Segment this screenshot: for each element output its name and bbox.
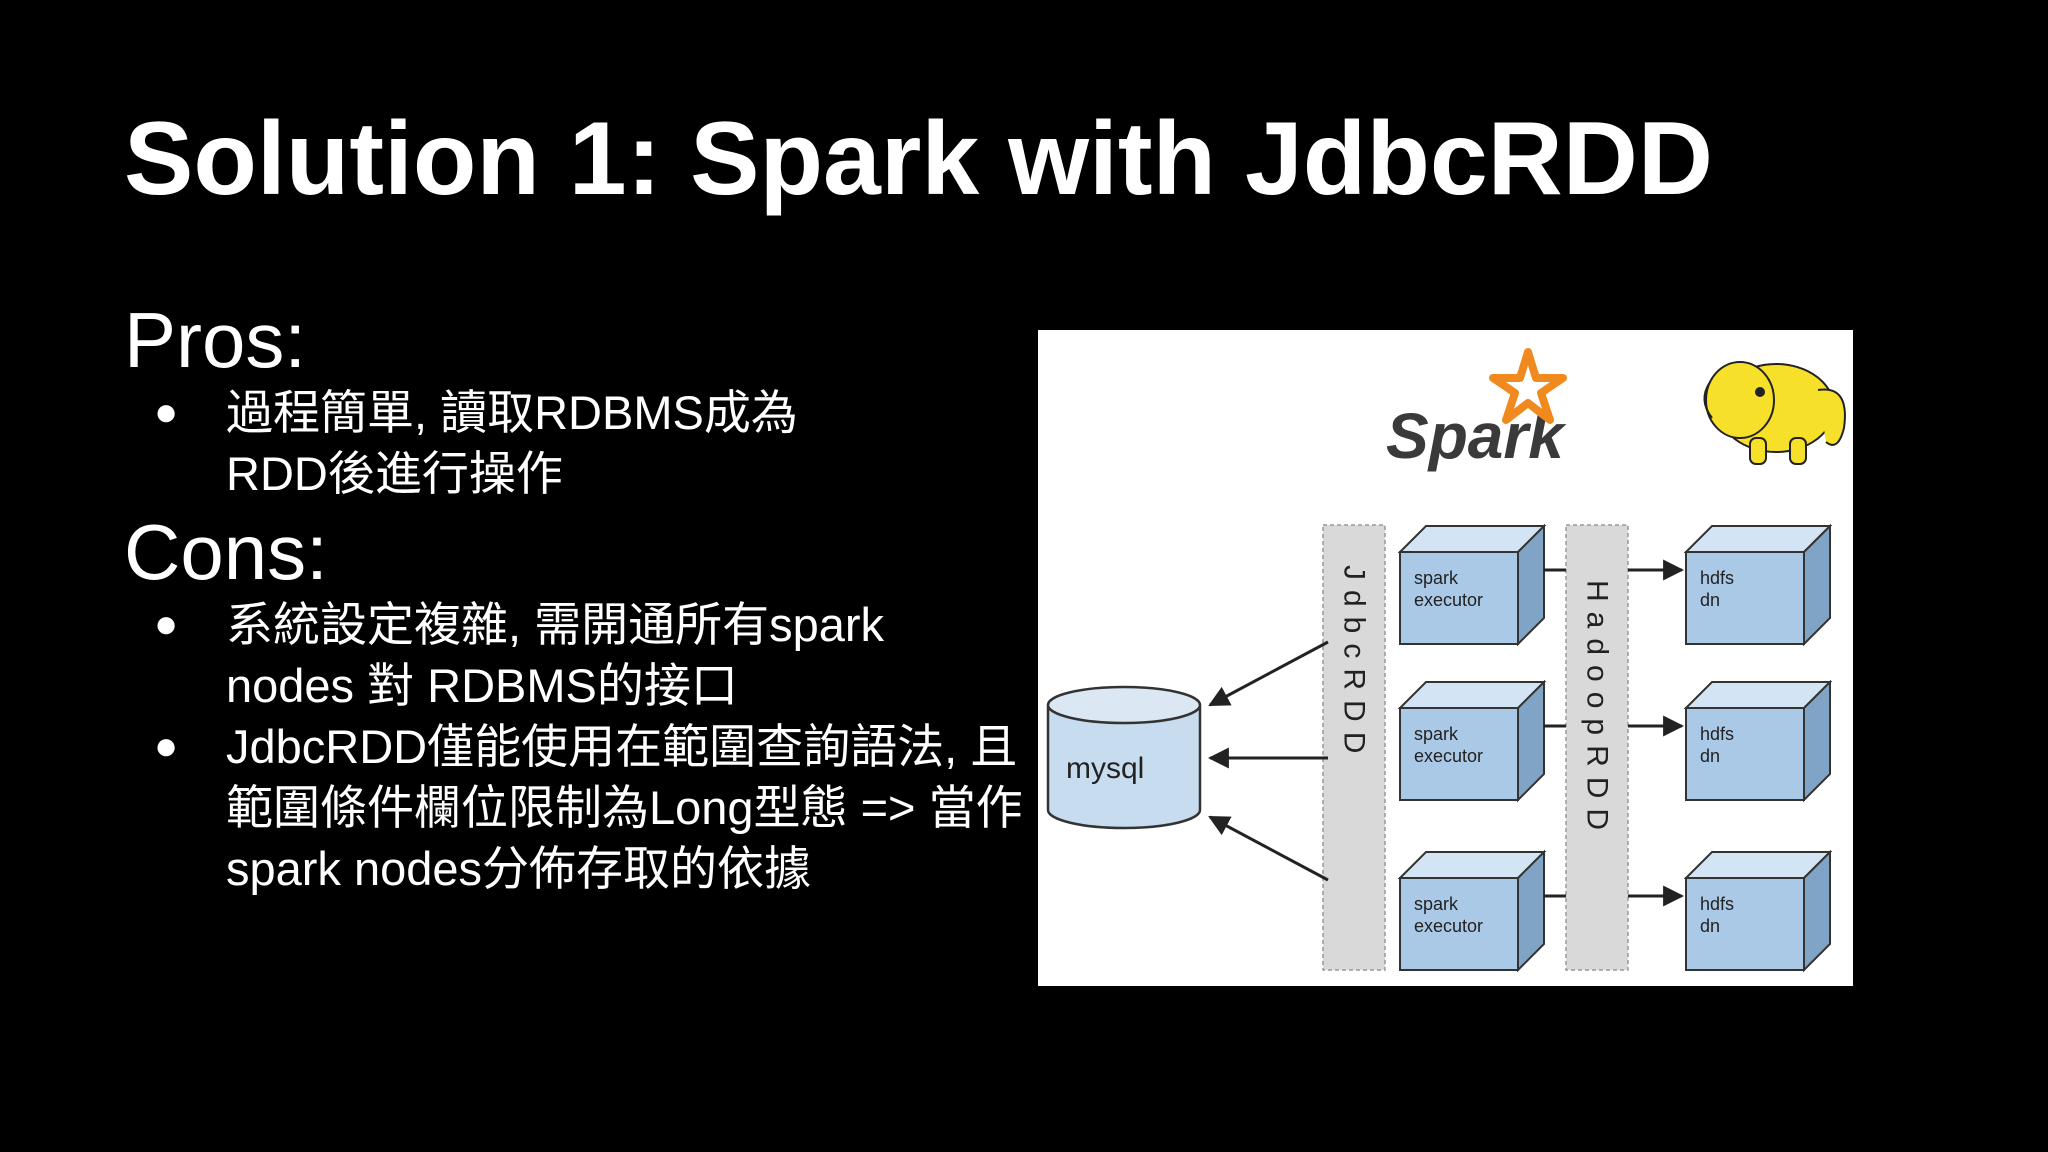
cons-item-text: 系統設定複雜, 需開通所有spark nodes 對 RDBMS的接口 [226, 597, 885, 712]
slide-title: Solution 1: Spark with JdbcRDD [124, 101, 1713, 217]
cons-item: ● 系統設定複雜, 需開通所有spark nodes 對 RDBMS的接口 [124, 594, 886, 716]
architecture-diagram: Spark JdbcRDD HadoopRDD mysql [1038, 330, 1853, 986]
hadooprdd-column: HadoopRDD [1565, 524, 1629, 971]
hdfs-datanode-box-line2: dn [1700, 916, 1720, 936]
executor-box-line2: executor [1414, 916, 1483, 936]
pros-heading: Pros: [124, 296, 307, 384]
executor-box-line1: spark [1414, 724, 1459, 744]
cons-item: ● JdbcRDD僅能使用在範圍查詢語法, 且範圍條件欄位限制為Long型態 =… [124, 716, 1026, 899]
cons-list: ● 系統設定複雜, 需開通所有spark nodes 對 RDBMS的接口 ● … [124, 594, 1024, 899]
hadooprdd-label: HadoopRDD [1581, 580, 1614, 840]
spark-star-icon [1489, 348, 1567, 424]
hadoop-elephant-icon [1703, 361, 1846, 465]
cons-item-text: JdbcRDD僅能使用在範圍查詢語法, 且範圍條件欄位限制為Long型態 => … [226, 719, 1023, 895]
arrow-executor-1-to-mysql [1208, 640, 1329, 707]
mysql-database: mysql [1046, 685, 1202, 830]
diagram-svg: Spark JdbcRDD HadoopRDD mysql [1046, 348, 1846, 973]
spark-logo: Spark [1386, 348, 1567, 472]
hdfs-datanode-box-line1: hdfs [1700, 724, 1734, 744]
mysql-label: mysql [1066, 752, 1144, 785]
hdfs-datanode-box-line2: dn [1700, 590, 1720, 610]
hdfs-datanode-box-line1: hdfs [1700, 568, 1734, 588]
bullet-icon: ● [154, 723, 179, 768]
pros-item-text: 過程簡單, 讀取RDBMS成為RDD後進行操作 [226, 385, 798, 500]
executor-box-line1: spark [1414, 568, 1459, 588]
arrow-executor-3-to-mysql [1208, 815, 1329, 882]
hdfs-datanode-box-line1: hdfs [1700, 894, 1734, 914]
bullet-icon: ● [154, 389, 179, 434]
pros-list: ● 過程簡單, 讀取RDBMS成為RDD後進行操作 [124, 382, 1024, 504]
cons-heading: Cons: [124, 507, 328, 596]
jdbcrdd-label: JdbcRDD [1338, 565, 1371, 763]
jdbcrdd-column: JdbcRDD [1322, 524, 1386, 971]
text-column: Pros: ● 過程簡單, 讀取RDBMS成為RDD後進行操作 Cons: ● … [124, 296, 1024, 899]
pros-item: ● 過程簡單, 讀取RDBMS成為RDD後進行操作 [124, 382, 866, 504]
executor-box-line1: spark [1414, 894, 1459, 914]
executor-box-line2: executor [1414, 746, 1483, 766]
bullet-icon: ● [154, 601, 179, 646]
hdfs-arrow-group [1544, 559, 1685, 907]
hdfs-datanode-box-line2: dn [1700, 746, 1720, 766]
executor-box-line2: executor [1414, 590, 1483, 610]
